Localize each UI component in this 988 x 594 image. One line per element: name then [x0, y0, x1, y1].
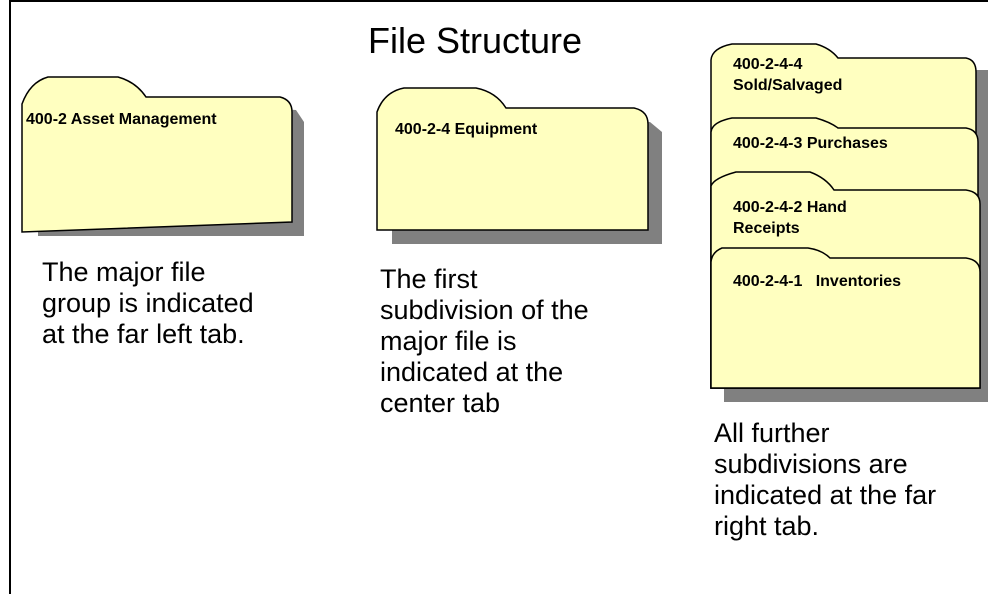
folder-asset-management	[21, 76, 304, 236]
description-right: All further subdivisions are indicated a…	[714, 418, 937, 541]
folder-label-purchases: 400-2-4-3 Purchases	[733, 135, 888, 152]
page-title: File Structure	[368, 20, 583, 61]
folder-body	[21, 76, 293, 233]
folder-label-hand-receipts-line1: 400-2-4-2 Hand	[733, 199, 847, 216]
folder-label-hand-receipts-line2: Receipts	[733, 220, 800, 237]
folder-label-sold-salvaged-line1: 400-2-4-4	[733, 56, 803, 73]
folder-label-sold-salvaged-line2: Sold/Salvaged	[733, 77, 843, 94]
slide-frame	[9, 0, 988, 594]
folder-stack	[710, 43, 988, 402]
description-center: The first subdivision of the major file …	[380, 264, 589, 418]
description-left: The major file group is indicated at the…	[42, 257, 254, 349]
folder-inventories	[710, 247, 981, 389]
folder-equipment	[376, 87, 662, 244]
folder-body	[376, 87, 649, 231]
folder-label-asset-management: 400-2 Asset Management	[26, 111, 217, 128]
folder-label-inventories: 400-2-4-1 Inventories	[733, 273, 902, 290]
folder-label-equipment: 400-2-4 Equipment	[395, 121, 538, 138]
